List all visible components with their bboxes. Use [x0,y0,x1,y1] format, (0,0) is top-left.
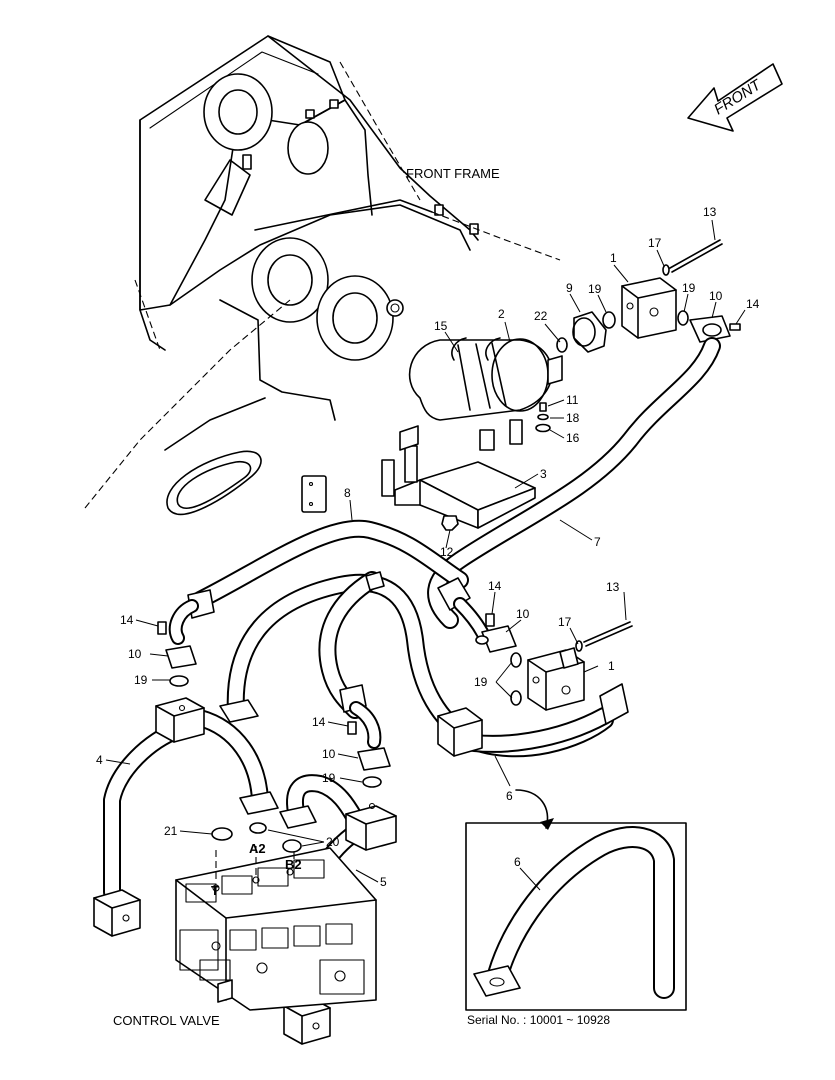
front-frame-label: FRONT FRAME [406,166,500,181]
callout-8: 8 [344,486,351,500]
callout-14d: 14 [312,715,326,729]
accumulator-bracket [301,445,536,531]
accumulator [399,337,563,451]
front-direction-arrow: FRONT [687,63,783,132]
callout-10d: 10 [322,747,336,761]
callout-1a: 1 [610,251,617,265]
callout-17a: 17 [648,236,662,250]
left-flange-stack [157,621,391,853]
front-frame: FRONT FRAME [84,35,561,515]
callout-9: 9 [566,281,573,295]
callout-14c: 14 [120,613,134,627]
callout-20: 20 [326,835,340,849]
port-a2: A2 [249,841,266,856]
callout-6: 6 [506,789,513,803]
port-t: T [211,883,219,898]
callout-4: 4 [96,753,103,767]
callout-11: 11 [566,393,579,407]
callout-15: 15 [434,319,448,333]
callout-19e: 19 [322,771,336,785]
leader-lines [105,219,746,891]
callout-13a: 13 [703,205,717,219]
callout-18: 18 [566,411,580,425]
callout-1b: 1 [608,659,615,673]
callout-numbers: 13 17 1 9 19 19 10 14 2 15 22 11 18 16 3… [96,205,760,889]
inset-pointer-head [540,818,554,830]
callout-10c: 10 [128,647,142,661]
serial-number-label: Serial No. : 10001 ~ 10928 [467,1013,610,1027]
hoses [168,337,721,758]
callout-13b: 13 [606,580,620,594]
callout-19b: 19 [682,281,696,295]
callout-10a: 10 [709,289,723,303]
callout-6-inset: 6 [514,855,521,869]
port-b2: B2 [285,857,302,872]
callout-10b: 10 [516,607,530,621]
callout-3: 3 [540,467,547,481]
callout-19a: 19 [588,282,602,296]
callout-5: 5 [380,875,387,889]
control-valve: A2 B2 T CONTROL VALVE [113,841,377,1028]
callout-19d: 19 [134,673,148,687]
callout-14b: 14 [488,579,502,593]
callout-7: 7 [594,535,601,549]
callout-14a: 14 [746,297,760,311]
callout-17b: 17 [558,615,572,629]
callout-2: 2 [498,307,505,321]
lower-valve-assembly [475,613,633,711]
callout-16: 16 [566,431,580,445]
callout-12: 12 [440,545,454,559]
callout-21: 21 [164,824,178,838]
serial-detail-inset: Serial No. : 10001 ~ 10928 [465,822,687,1027]
callout-22: 22 [534,309,548,323]
callout-19c: 19 [474,675,488,689]
front-arrow-label: FRONT [711,76,765,119]
upper-valve-assembly [556,239,741,353]
control-valve-label: CONTROL VALVE [113,1013,220,1028]
